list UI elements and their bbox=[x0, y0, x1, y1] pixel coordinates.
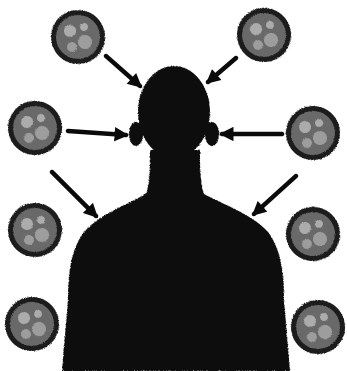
particle-mid-right bbox=[286, 106, 340, 160]
particle-lower-left bbox=[8, 203, 62, 257]
particle-bottom-right bbox=[291, 300, 345, 354]
particle-lower-right bbox=[286, 207, 340, 261]
particle-mid-left bbox=[8, 101, 62, 155]
particle-top-right bbox=[237, 8, 291, 62]
arrow-top-right-icon bbox=[208, 58, 236, 82]
arrow-lower-right-icon bbox=[254, 176, 296, 214]
particle-bottom-left bbox=[5, 297, 59, 351]
arrow-lower-left-icon bbox=[52, 172, 96, 216]
arrow-top-left-icon bbox=[106, 56, 140, 86]
arrow-mid-left-icon bbox=[68, 131, 126, 135]
particle-top-left bbox=[51, 10, 105, 64]
human-silhouette-icon bbox=[62, 66, 290, 371]
